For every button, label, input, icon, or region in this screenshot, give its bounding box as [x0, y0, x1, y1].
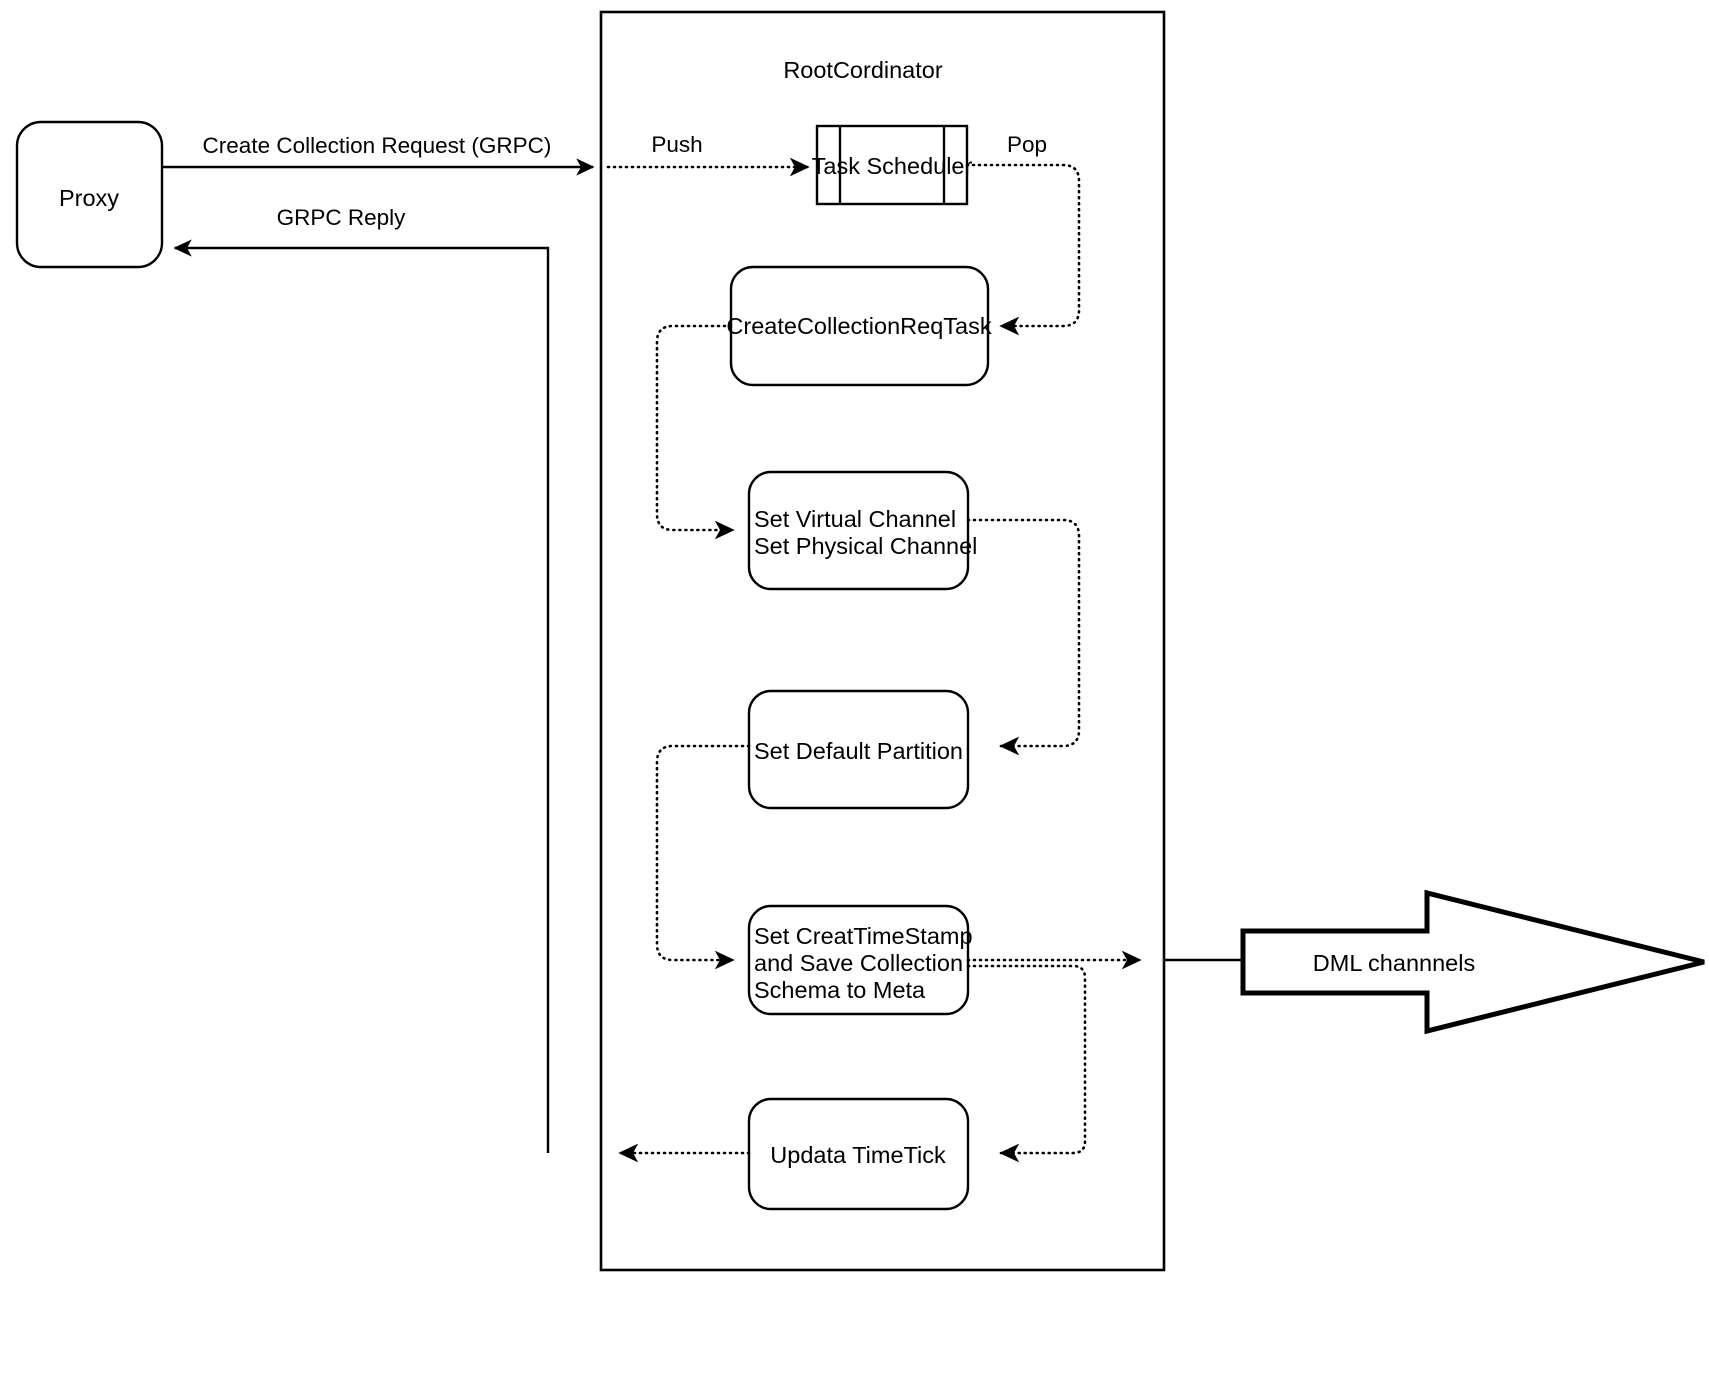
node-dml-channels-label: DML channnels	[1313, 950, 1475, 976]
node-create-collection-req-task-label: CreateCollectionReqTask	[726, 313, 991, 339]
node-updata-timetick-label: Updata TimeTick	[770, 1142, 946, 1168]
edge-push-label: Push	[651, 132, 702, 157]
edge-pop: Pop	[965, 132, 1081, 336]
node-set-channels-line-2: Set Physical Channel	[754, 533, 977, 559]
node-set-channels[interactable]: Set Virtual Channel Set Physical Channel	[747, 470, 977, 591]
edge-grpc-reply: GRPC Reply	[173, 205, 550, 1153]
node-proxy-label: Proxy	[59, 185, 119, 211]
edge-push: Push	[606, 132, 810, 177]
node-set-timestamp-save-schema-line-1: Set CreatTimeStamp	[754, 923, 973, 949]
node-task-scheduler-label: Task Scheduler	[812, 153, 973, 179]
edge-grpc-reply-label: GRPC Reply	[277, 205, 407, 230]
node-set-channels-line-1: Set Virtual Channel	[754, 506, 956, 532]
node-task-scheduler[interactable]: Task Scheduler	[812, 124, 973, 206]
edge-create-collection-request-label: Create Collection Request (GRPC)	[203, 133, 552, 158]
edge-task-to-channels	[655, 324, 735, 540]
node-set-timestamp-save-schema-line-2: and Save Collection	[754, 950, 963, 976]
rootcoordinator-container: RootCordinator	[599, 10, 1166, 1272]
node-set-timestamp-save-schema-line-3: Schema to Meta	[754, 977, 926, 1003]
edge-timestamp-to-timetick	[966, 964, 1087, 1163]
edge-partition-to-timestamp	[655, 744, 751, 970]
node-set-timestamp-save-schema[interactable]: Set CreatTimeStamp and Save Collection S…	[747, 904, 973, 1016]
node-updata-timetick[interactable]: Updata TimeTick	[747, 1097, 970, 1211]
node-set-default-partition-label: Set Default Partition	[754, 738, 963, 764]
edge-create-collection-request: Create Collection Request (GRPC)	[163, 133, 595, 176]
edge-pop-label: Pop	[1007, 132, 1047, 157]
node-set-default-partition[interactable]: Set Default Partition	[747, 689, 970, 810]
node-create-collection-req-task[interactable]: CreateCollectionReqTask	[726, 265, 992, 387]
node-proxy[interactable]: Proxy	[15, 120, 164, 269]
edge-channels-to-partition	[966, 518, 1081, 756]
rootcoordinator-title: RootCordinator	[783, 57, 943, 83]
node-dml-channels[interactable]: DML channnels	[1240, 889, 1705, 1035]
